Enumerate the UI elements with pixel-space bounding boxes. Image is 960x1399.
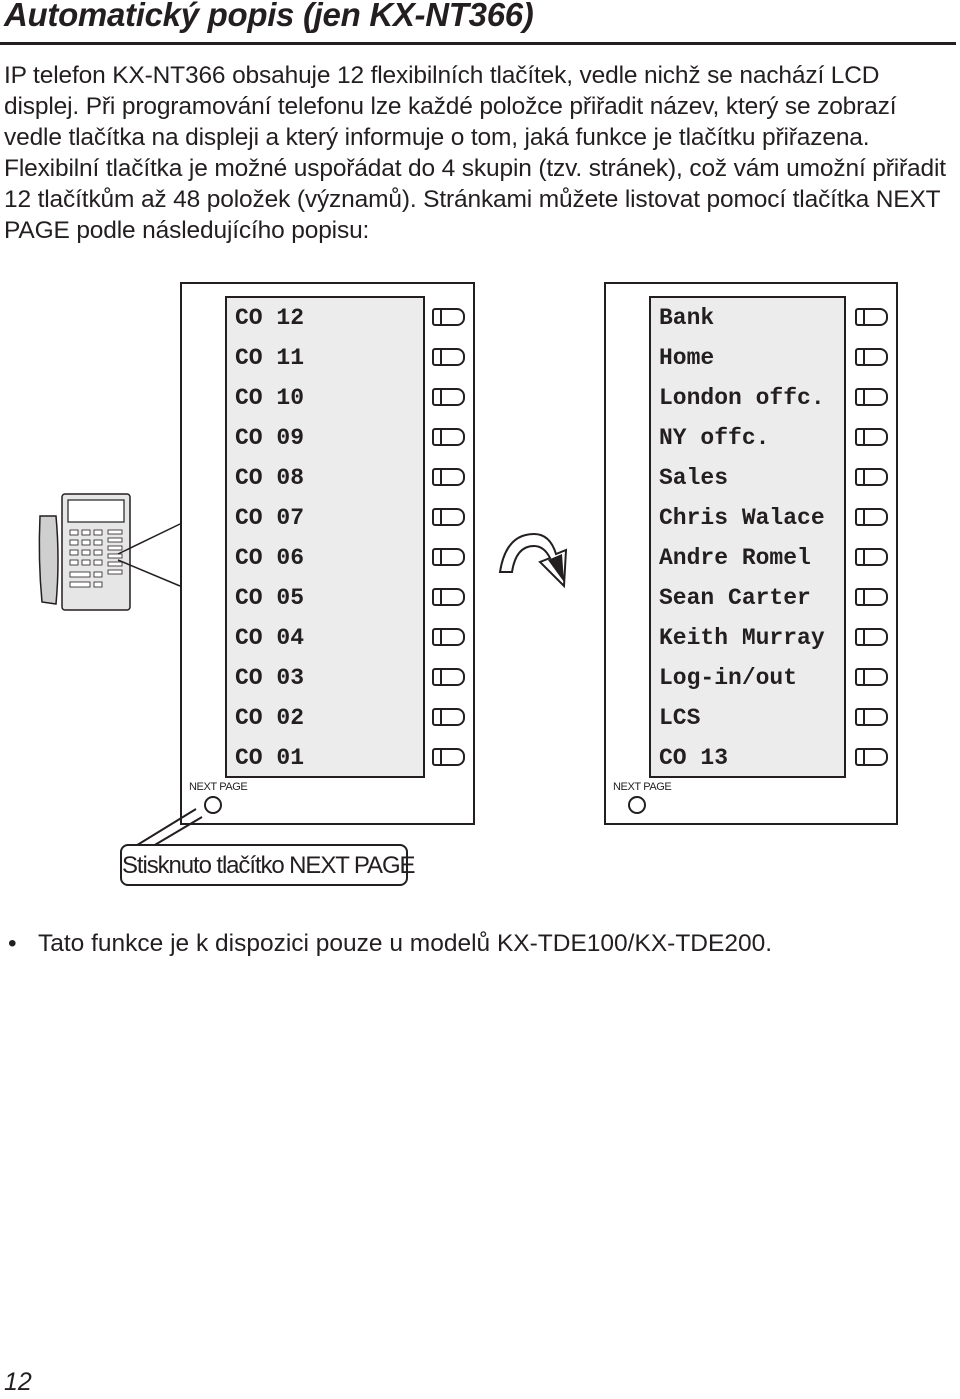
lcd-display-page-1: CO 12 CO 11 CO 10 CO 09 CO 08 CO 07 CO 0… — [225, 296, 425, 778]
flexible-key[interactable] — [432, 428, 465, 446]
next-page-label: NEXT PAGE — [189, 781, 248, 793]
flexible-key[interactable] — [432, 468, 465, 486]
lcd-line: CO 11 — [235, 345, 305, 371]
flexible-key[interactable] — [855, 508, 888, 526]
lcd-line: CO 04 — [235, 625, 305, 651]
callout-pointer — [133, 808, 203, 850]
flexible-key[interactable] — [855, 308, 888, 326]
flexible-key[interactable] — [855, 708, 888, 726]
lcd-line: CO 02 — [235, 705, 305, 731]
flexible-key[interactable] — [432, 388, 465, 406]
flexible-key[interactable] — [855, 668, 888, 686]
intro-paragraph: IP telefon KX-NT366 obsahuje 12 flexibil… — [4, 62, 946, 244]
flexible-key[interactable] — [432, 348, 465, 366]
next-page-button[interactable] — [628, 796, 646, 814]
lcd-line: CO 05 — [235, 585, 305, 611]
phone-illustration-icon — [38, 493, 131, 611]
lcd-line: CO 01 — [235, 745, 305, 771]
page-title: Automatický popis (jen KX-NT366) — [4, 0, 534, 33]
note-bullet: • — [8, 930, 17, 957]
flexible-key[interactable] — [855, 748, 888, 766]
flexible-key[interactable] — [432, 708, 465, 726]
flexible-key[interactable] — [855, 628, 888, 646]
flexible-key[interactable] — [855, 548, 888, 566]
next-page-button[interactable] — [204, 796, 222, 814]
lcd-line: CO 12 — [235, 305, 305, 331]
next-page-callout: Stisknuto tlačítko NEXT PAGE — [120, 844, 416, 886]
flexible-key[interactable] — [432, 748, 465, 766]
phone-panel-page-1: CO 12 CO 11 CO 10 CO 09 CO 08 CO 07 CO 0… — [180, 282, 475, 825]
note-text: Tato funkce je k dispozici pouze u model… — [38, 930, 773, 957]
flexible-key[interactable] — [855, 468, 888, 486]
lcd-line: Chris Walace — [659, 505, 825, 531]
page-number: 12 — [4, 1368, 32, 1396]
lcd-line: CO 08 — [235, 465, 305, 491]
flexible-key[interactable] — [855, 348, 888, 366]
flexible-key[interactable] — [855, 588, 888, 606]
flexible-key[interactable] — [855, 428, 888, 446]
lcd-line: CO 03 — [235, 665, 305, 691]
lcd-line: CO 10 — [235, 385, 305, 411]
lcd-line: Bank — [659, 305, 715, 331]
flexible-key[interactable] — [432, 548, 465, 566]
lcd-display-page-2: Bank Home London offc. NY offc. Sales Ch… — [649, 296, 846, 778]
flexible-key[interactable] — [432, 668, 465, 686]
callout-text: Stisknuto tlačítko NEXT PAGE — [122, 852, 416, 879]
flexible-key[interactable] — [432, 588, 465, 606]
lcd-line: Sean Carter — [659, 585, 811, 611]
lcd-line: CO 09 — [235, 425, 305, 451]
lcd-line: CO 07 — [235, 505, 305, 531]
zoom-lines — [117, 523, 181, 587]
lcd-line: Home — [659, 345, 715, 371]
lcd-line: NY offc. — [659, 425, 770, 451]
lcd-line: London offc. — [659, 385, 825, 411]
lcd-line: CO 06 — [235, 545, 305, 571]
lcd-line: Andre Romel — [659, 545, 811, 571]
flexible-key[interactable] — [432, 308, 465, 326]
flexible-key[interactable] — [432, 508, 465, 526]
lcd-line: Keith Murray — [659, 625, 825, 651]
next-page-label: NEXT PAGE — [613, 781, 672, 793]
title-rule — [0, 42, 956, 45]
flexible-key[interactable] — [432, 628, 465, 646]
availability-note: • Tato funkce je k dispozici pouze u mode… — [8, 928, 772, 960]
lcd-line: CO 13 — [659, 745, 729, 771]
lcd-line: Log-in/out — [659, 665, 798, 691]
phone-panel-page-2: Bank Home London offc. NY offc. Sales Ch… — [604, 282, 898, 825]
lcd-line: LCS — [659, 705, 701, 731]
lcd-line: Sales — [659, 465, 729, 491]
flexible-key[interactable] — [855, 388, 888, 406]
page-turn-arrow-icon — [498, 532, 568, 589]
